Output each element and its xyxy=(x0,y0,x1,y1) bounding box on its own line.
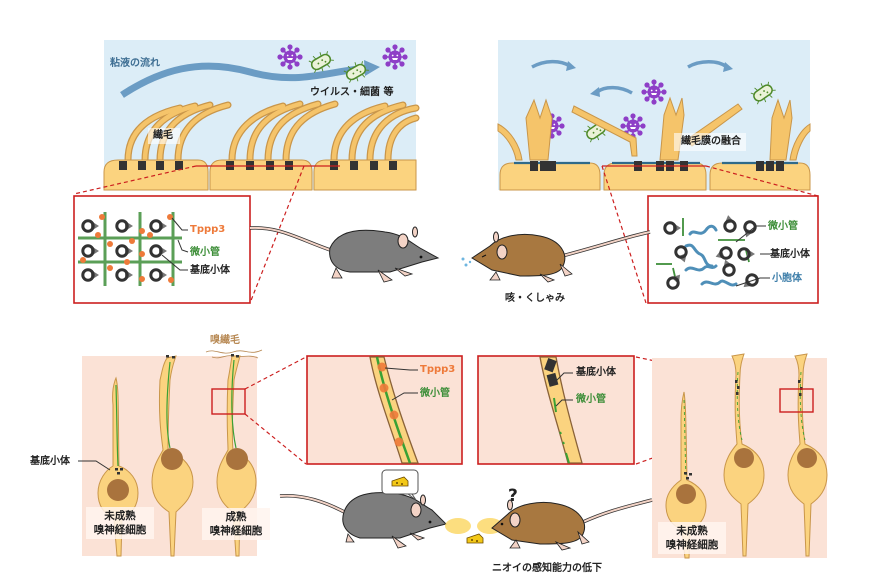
microtubule-label: 微小管 xyxy=(190,247,220,258)
zoom-knockout-cilium xyxy=(477,355,635,465)
tppp3-label: Tppp3 xyxy=(190,224,226,235)
zoom-connector-lines xyxy=(73,165,819,304)
inset-knockout-basal-bodies xyxy=(647,195,819,304)
airway-normal-panel xyxy=(103,40,420,191)
immature-neuron-label: 未成熟 嗅神経細胞 xyxy=(658,522,726,554)
olfactory-epithelium-knockout xyxy=(652,353,828,559)
immature-neuron-label: 未成熟 嗅神経細胞 xyxy=(86,507,154,539)
knockout-mouse-top xyxy=(461,230,651,283)
zoom-normal-cilium xyxy=(306,355,463,465)
vesicle-tubules xyxy=(684,224,738,287)
airway-knockout-panel xyxy=(497,40,811,191)
tppp3-dots xyxy=(80,214,174,283)
sneeze-label: 咳・くしゃみ xyxy=(505,293,565,304)
wild-type-mouse-top xyxy=(249,226,440,283)
mature-neuron-label: 成熟 嗅神経細胞 xyxy=(202,508,270,540)
pathogen-label: ウイルス・細菌 等 xyxy=(310,87,394,98)
virus-icon xyxy=(641,79,667,105)
basal-body-label: 基底小体 xyxy=(576,367,616,378)
wild-type-mouse-bottom xyxy=(279,469,447,549)
cheese-icon xyxy=(466,533,484,544)
knockout-mouse-bottom xyxy=(491,498,653,551)
basal-body-label: 基底小体 xyxy=(190,265,230,276)
epithelial-cells xyxy=(103,159,417,191)
zoom-region-marker xyxy=(211,388,246,415)
tppp3-dots xyxy=(377,362,404,447)
basal-body-label: 基底小体 xyxy=(770,249,810,260)
inset-normal-basal-bodies xyxy=(73,195,251,304)
zoom-region-marker xyxy=(779,388,814,413)
microtubule-label: 微小管 xyxy=(576,394,606,405)
question-mark: ? xyxy=(508,486,518,506)
mucus-flow-arrowhead xyxy=(364,60,380,76)
virus-icon xyxy=(277,44,303,70)
odor-cloud xyxy=(445,518,503,544)
fragmented-microtubule xyxy=(553,397,570,464)
cilia-label: 繊毛 xyxy=(153,130,173,141)
cilia-fusion-label: 繊毛膜の融合 xyxy=(681,136,741,147)
microtubule-label: 微小管 xyxy=(420,388,450,399)
thought-bubble xyxy=(381,469,419,501)
mucus-flow-arrow xyxy=(120,62,371,98)
microtubule-label: 微小管 xyxy=(768,221,798,232)
basal-body-label: 基底小体 xyxy=(30,456,70,467)
smell-loss-label: ニオイの感知能力の低下 xyxy=(492,563,602,574)
sneeze-droplets-icon xyxy=(461,257,472,267)
basal-body-icon xyxy=(544,357,559,387)
vesicle-label: 小胞体 xyxy=(772,273,802,284)
mucus-flow-label: 粘液の流れ xyxy=(110,58,160,69)
nuclei xyxy=(107,448,248,501)
olfactory-cilia-label: 嗅繊毛 xyxy=(210,335,240,346)
microtubule-lines xyxy=(115,359,237,467)
virus-icon xyxy=(382,44,408,70)
tppp3-label: Tppp3 xyxy=(420,364,456,375)
